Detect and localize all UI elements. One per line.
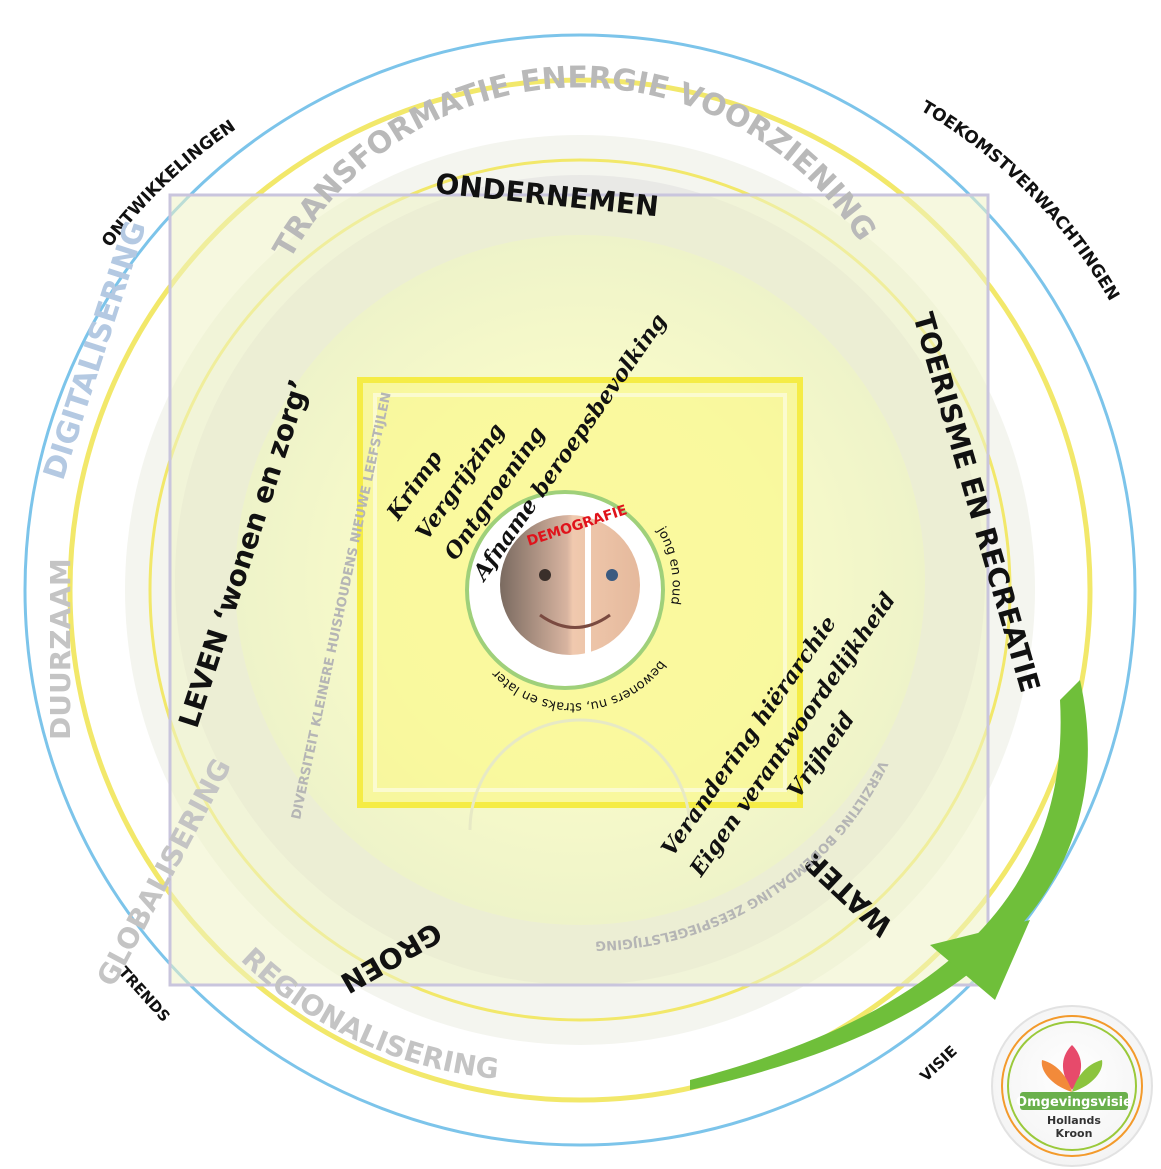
logo-ring-green bbox=[1007, 1021, 1137, 1151]
trend-duurzaam: DUURZAAM bbox=[44, 558, 77, 740]
trend-digitalisering: DIGITALISERING bbox=[37, 217, 154, 484]
visie-arrow-body bbox=[690, 680, 1088, 1090]
mouth-icon bbox=[539, 613, 611, 629]
label-visie: VISIE bbox=[916, 1042, 960, 1085]
flower-petal-icon bbox=[1062, 1045, 1082, 1090]
logo-org-line1: Hollands bbox=[1047, 1114, 1101, 1127]
demografie-square-inner-border bbox=[373, 393, 787, 792]
flower-leaf-left-icon bbox=[1041, 1060, 1072, 1092]
faint-arc bbox=[468, 718, 692, 831]
eye-left-icon bbox=[539, 569, 551, 581]
inner-yellow-ring bbox=[148, 158, 1012, 1022]
visie-arrow-head bbox=[930, 920, 1030, 1000]
logo-org-line2: Kroon bbox=[1056, 1127, 1093, 1140]
yellow-ring bbox=[67, 77, 1093, 1103]
omgevingsvisie-logo: Omgevingsvisie Hollands Kroon bbox=[991, 1005, 1153, 1167]
logo-ring-orange bbox=[1001, 1015, 1143, 1157]
eye-right-icon bbox=[606, 569, 618, 581]
logo-banner bbox=[1020, 1092, 1128, 1110]
outer-blue-ring bbox=[23, 33, 1137, 1147]
logo-name: Omgevingsvisie bbox=[1016, 1095, 1132, 1110]
flower-leaf-right-icon bbox=[1072, 1060, 1103, 1092]
